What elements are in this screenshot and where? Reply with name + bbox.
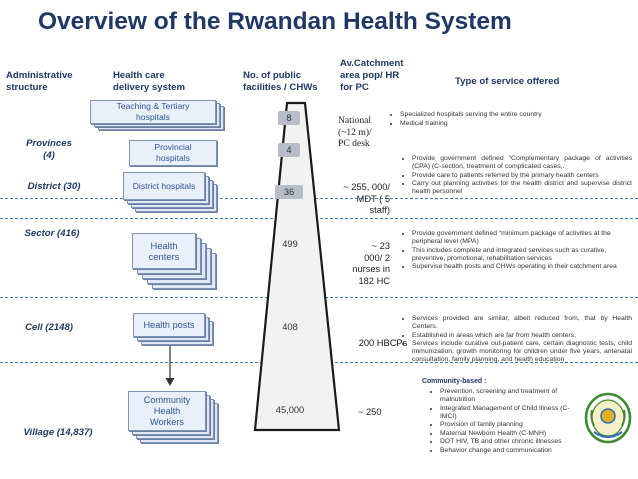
header-admin-structure: Administrative structure (6, 70, 73, 93)
seal-icon (584, 392, 632, 444)
service-item: Provide care to patients referred by the… (412, 172, 632, 180)
service-item: DOT HIV, TB and other chronic illnesses (440, 438, 576, 446)
pyramid-shape (253, 101, 341, 432)
service-item: This includes complete and integrated se… (412, 247, 626, 263)
divider-sector (0, 218, 638, 219)
level-provinces: Provinces (4) (26, 138, 72, 161)
services-sector: Provide government defined “minimum pack… (400, 230, 626, 272)
service-item: Provision of family planning (440, 421, 576, 429)
service-item: Supervise health posts and CHWs operatin… (412, 263, 626, 271)
services-district: Provide government defined “Complementar… (400, 155, 632, 197)
catchment-national: National (~12 m)/ PC desk (338, 115, 372, 149)
count-provincial: 4 (278, 143, 300, 157)
divider-district (0, 198, 638, 199)
service-item: Provide government defined “Complementar… (412, 155, 632, 171)
service-item: Services include curative out-patient ca… (412, 340, 632, 364)
header-facilities: No. of public facilities / CHWs (243, 70, 318, 93)
service-item: Integrated Management of Child Illness (… (440, 405, 576, 421)
catchment-district: ~ 255, 000/ MDT ( 5 staff) (343, 182, 390, 215)
stack-health-centers: Health centers (132, 233, 216, 289)
stack-community-health-workers: Community Health Workers (128, 391, 218, 443)
count-chw: 45,000 (275, 405, 305, 415)
catchment-sector: ~ 23 000/ 2 nurses in 182 HC (352, 241, 390, 286)
services-tertiary: Specialized hospitals serving the entire… (388, 111, 630, 128)
header-service-type: Type of service offered (455, 76, 560, 87)
box-district-hospitals: District hospitals (123, 172, 205, 200)
stack-tertiary-hospitals: Teaching & Tertiary hospitals (90, 100, 224, 130)
count-district: 36 (275, 185, 303, 199)
box-health-posts: Health posts (133, 313, 205, 337)
count-tertiary: 8 (278, 111, 300, 125)
stack-health-posts: Health posts (133, 313, 213, 345)
box-health-centers: Health centers (132, 233, 196, 269)
service-item: Medical training (400, 120, 630, 128)
header-delivery-system: Health care delivery system (113, 70, 185, 93)
page-title: Overview of the Rwandan Health System (38, 8, 512, 35)
arrow-down-icon (165, 346, 175, 386)
level-cell: Cell (2148) (25, 322, 73, 333)
service-item: Maternal Newborn Health (C-MNH) (440, 430, 576, 438)
stack-provincial-hospitals: Provincial hospitals (129, 140, 225, 170)
box-community-health-workers: Community Health Workers (128, 391, 206, 431)
box-tertiary-hospitals: Teaching & Tertiary hospitals (90, 100, 216, 124)
count-hbcps: 200 HBCPs (358, 338, 408, 348)
count-health-centers: 499 (282, 239, 298, 249)
service-item: Established in areas which are far from … (412, 332, 632, 340)
level-village: Village (14,837) (23, 427, 93, 438)
count-health-posts: 408 (282, 322, 298, 332)
level-sector: Sector (416) (24, 228, 80, 239)
level-district: District (30) (27, 181, 81, 192)
catchment-village: ~ 250 (358, 407, 382, 417)
services-cell: Services provided are similar, albeit re… (400, 315, 632, 365)
services-community: Prevention, screening and treatment of m… (428, 388, 576, 455)
header-catchment: Av.Catchment area pop/ HR for PC (340, 58, 404, 93)
service-item: Services provided are similar, albeit re… (412, 315, 632, 331)
box-provincial-hospitals: Provincial hospitals (129, 140, 217, 166)
service-item: Provide government defined “minimum pack… (412, 230, 626, 246)
service-item: Prevention, screening and treatment of m… (440, 388, 576, 404)
service-item: Carry out planning activities for the he… (412, 180, 632, 196)
stack-district-hospitals: District hospitals (123, 172, 219, 216)
service-item: Behavior change and communication (440, 447, 576, 455)
community-based-heading: Community-based : (422, 378, 487, 385)
service-item: Specialized hospitals serving the entire… (400, 111, 630, 119)
